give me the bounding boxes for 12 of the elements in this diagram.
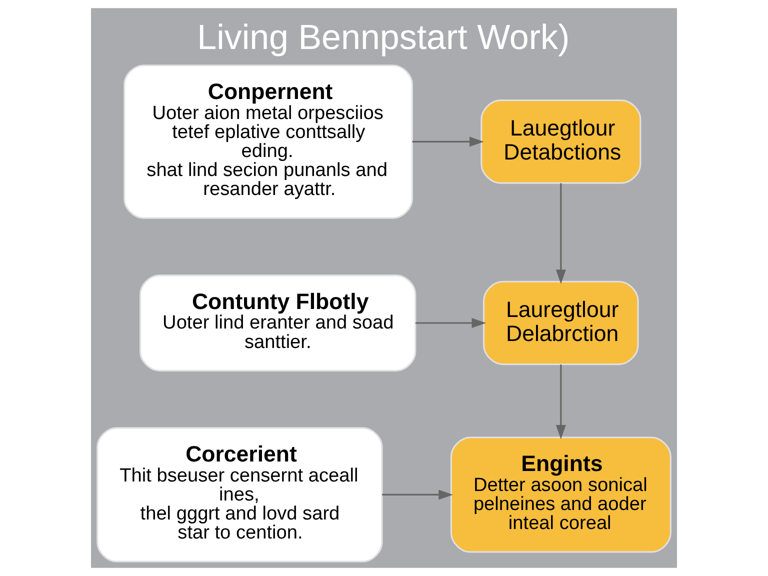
node-box: Engints Detter asoon sonical pelneines and aoder inteal coreal (450, 436, 672, 553)
node-box: Lauregtlour Delabrction (483, 280, 639, 366)
node-box: Lauegtlour Detabctions (480, 100, 642, 184)
arrow (556, 183, 566, 284)
arrow (556, 364, 566, 440)
arrow (412, 136, 484, 147)
node-box: Contunty Flbotly Uoter lind eranter and soad santtier. (140, 274, 416, 372)
arrow (382, 490, 453, 500)
node-box: Conpernent Uoter aion metal orpesciios tetef eplative conttsally eding. shat lind secion punanls and resander ayattr. (124, 64, 414, 219)
arrow (416, 318, 486, 328)
diagram-title: Living Bennpstart Work) (197, 18, 570, 57)
node-box: Corcerient Thit bseuser censernt aceall ines, thel gggrt and lovd sard star to cention. (96, 427, 383, 562)
